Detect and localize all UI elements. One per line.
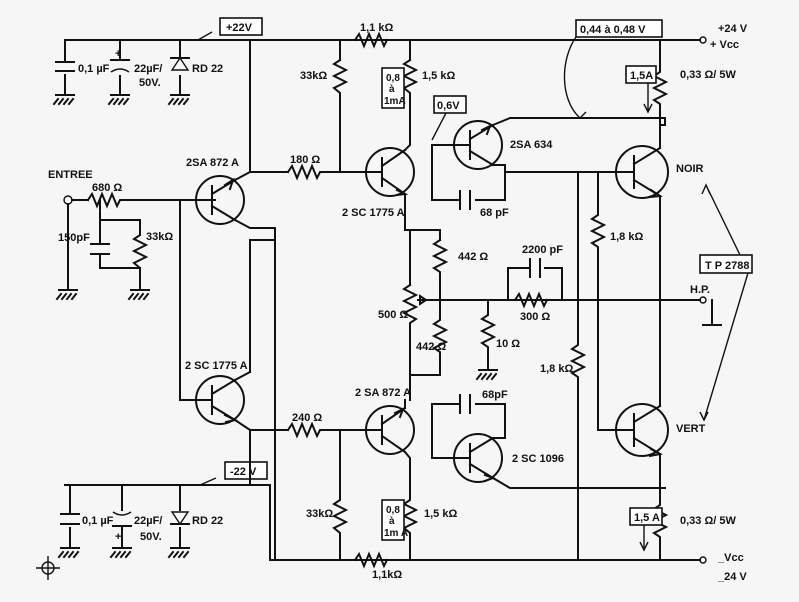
c68-top-label: 68 pF xyxy=(480,207,509,219)
top-cap-voltage-label: 50V. xyxy=(139,77,161,89)
minus24-label: _24 V xyxy=(717,571,747,583)
svg-text:+: + xyxy=(115,48,121,60)
output-label: H.P. xyxy=(690,284,710,296)
plus22-label: +22V xyxy=(226,22,253,34)
vcc-plus-label: + Vcc xyxy=(710,39,739,51)
r1k8-top xyxy=(589,171,607,301)
q-in-bot-label: 2 SC 1775 A xyxy=(185,360,248,372)
bottom-cap-electrolytic-label: 22µF/ xyxy=(134,515,162,527)
r033-top-label: 0,33 Ω/ 5W xyxy=(680,69,737,81)
r1k8-bot xyxy=(569,299,587,561)
transistor-vert-output: VERT xyxy=(597,403,706,458)
transistor-2sc1096: 2 SC 1096 xyxy=(431,433,564,483)
minus22-label: -22 V xyxy=(230,466,257,478)
r1k1-top xyxy=(353,31,389,49)
transistor-2sa634: 2SA 634 xyxy=(431,120,553,170)
top-zener-label: RD 22 xyxy=(192,63,223,75)
i-bot-c: 1m A xyxy=(384,528,408,539)
i-out-bot: 1,5 A xyxy=(634,512,660,524)
r500-label: 500 Ω xyxy=(378,309,408,321)
output-type-label: T P 2788 xyxy=(705,260,749,272)
bottom-cap-voltage-label: 50V. xyxy=(140,531,162,543)
r1k5-bot-label: 1,5 kΩ xyxy=(424,508,457,520)
vcc-minus-label: _Vcc xyxy=(717,552,744,564)
top-cap-small-label: 0,1 µF xyxy=(78,63,110,75)
r1k1-bot-label: 1,1kΩ xyxy=(372,569,402,581)
r300 xyxy=(513,291,549,309)
crosshair-mark xyxy=(36,556,60,580)
r1k8-top-label: 1,8 kΩ xyxy=(610,231,643,243)
q-out-bot-label: VERT xyxy=(676,423,706,435)
transistor-2sa872a-driver: 2 SA 872 A xyxy=(355,387,415,455)
supply-minus22-box: -22 V xyxy=(199,461,268,486)
supply-plus22-box: +22V xyxy=(197,17,263,41)
q-pre-top-label: 2SA 634 xyxy=(510,139,553,151)
r180 xyxy=(286,163,366,181)
top-supply-filter: 0,1 µF 22µF/ 50V. RD 22 + xyxy=(52,39,223,106)
transistor-noir-output: NOIR xyxy=(504,145,704,199)
v06-label: 0,6V xyxy=(437,100,460,112)
r1k1-bot xyxy=(353,551,389,569)
i-top-c: 1mA xyxy=(384,96,406,107)
plus24-label: +24 V xyxy=(718,23,748,35)
r680-label: 680 Ω xyxy=(92,182,122,194)
positive-rail xyxy=(64,36,707,61)
i-top-a: 0,8 xyxy=(386,73,400,84)
r442-bot-label: 442 Ω xyxy=(416,341,446,353)
bottom-zener-label: RD 22 xyxy=(192,515,223,527)
r1k8-bot-label: 1,8 kΩ xyxy=(540,363,573,375)
q-drv-top-label: 2 SC 1775 A xyxy=(342,207,405,219)
bottom-supply-filter: 0,1 µF 22µF/ 50V. RD 22 + xyxy=(57,484,223,559)
transistor-2sa872a-input: 2SA 872 A xyxy=(186,157,276,229)
transistor-2sc1775a-driver: 2 SC 1775 A xyxy=(342,147,415,219)
negative-rail xyxy=(64,484,707,564)
q-drv-bot-label: 2 SA 872 A xyxy=(355,387,411,399)
c68-bot-label: 68pF xyxy=(482,389,508,401)
transistor-2sc1775a-input: 2 SC 1775 A xyxy=(185,360,289,431)
i-bot-a: 0,8 xyxy=(386,505,400,516)
r442-top-label: 442 Ω xyxy=(458,251,488,263)
r33k-input-label: 33kΩ xyxy=(146,231,173,243)
bottom-cap-small-label: 0,1 µF xyxy=(82,515,114,527)
type-arrow-bottom xyxy=(699,272,749,422)
i-out-top: 1,5A xyxy=(630,70,653,82)
r240-label: 240 Ω xyxy=(292,412,322,424)
r1k5-top-label: 1,5 kΩ xyxy=(422,70,455,82)
q-in-top-label: 2SA 872 A xyxy=(186,157,239,169)
r33k-bot-label: 33kΩ xyxy=(306,508,333,520)
vce-arrow xyxy=(563,36,587,119)
r033-bot-label: 0,33 Ω/ 5W xyxy=(680,515,737,527)
r300-label: 300 Ω xyxy=(520,311,550,323)
input-section: ENTREE 680 Ω 150pF 33kΩ xyxy=(48,169,216,301)
r240 xyxy=(286,421,366,439)
svg-text:+: + xyxy=(115,531,121,543)
r1k1-top-label: 1,1 kΩ xyxy=(360,22,393,34)
vce-range-label: 0,44 à 0,48 V xyxy=(580,24,646,36)
input-label: ENTREE xyxy=(48,169,93,181)
q-pre-bot-label: 2 SC 1096 xyxy=(512,453,564,465)
r33k-top-label: 33kΩ xyxy=(300,70,327,82)
i-top-b: à xyxy=(389,84,395,95)
top-cap-electrolytic-label: 22µF/ xyxy=(134,63,162,75)
q-out-top-label: NOIR xyxy=(676,163,704,175)
i-bot-b: à xyxy=(389,516,395,527)
type-arrow-top xyxy=(701,183,741,256)
c2200-label: 2200 pF xyxy=(522,244,563,256)
r033-top xyxy=(651,59,669,126)
c150-label: 150pF xyxy=(58,232,90,244)
r180-label: 180 Ω xyxy=(290,154,320,166)
r10-label: 10 Ω xyxy=(496,338,520,350)
